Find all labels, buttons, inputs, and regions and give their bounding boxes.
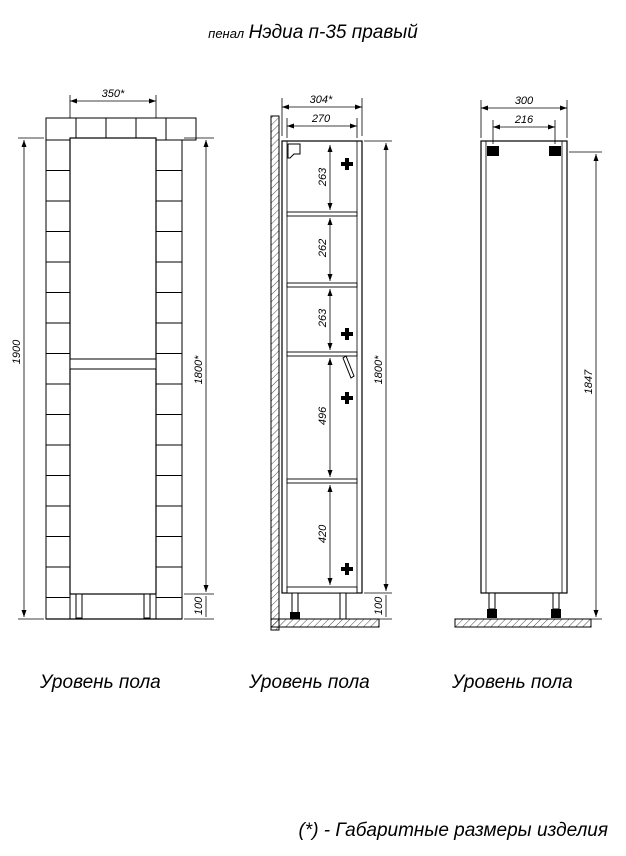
wall-tile	[155, 383, 183, 415]
wall-tile	[155, 231, 183, 263]
side-inner-width-label: 216	[514, 114, 534, 126]
wall-tile	[155, 170, 183, 202]
section-inner-width-label: 270	[311, 113, 331, 125]
wall-tile	[45, 566, 71, 598]
side-floor-label: Уровень пола	[452, 672, 573, 693]
side-width-label: 300	[515, 95, 534, 107]
wall-tile	[45, 261, 71, 293]
wall-tile	[155, 536, 183, 568]
wall-tile	[45, 200, 71, 232]
wall-tile	[45, 536, 71, 568]
wall-tile	[165, 117, 197, 141]
wall-tile	[155, 292, 183, 324]
wall-tile	[45, 597, 71, 620]
side-height-label: 1847	[583, 369, 595, 394]
drawing-title: пенал Нэдиа п-35 правый	[0, 22, 626, 44]
section-leg-height-label: 100	[373, 596, 385, 615]
wall-tile	[155, 353, 183, 385]
wall-tile	[155, 505, 183, 537]
front-total-height-label: 1900	[11, 339, 23, 364]
wall-tile	[45, 117, 77, 141]
side-view: 300 216 1847	[454, 95, 602, 628]
title-prefix: пенал	[208, 26, 245, 41]
side-floor	[454, 618, 592, 628]
front-leg-left	[75, 593, 83, 619]
front-floor-label: Уровень пола	[40, 672, 161, 693]
wall-tile	[155, 597, 183, 620]
wall-tile	[45, 292, 71, 324]
front-leg-height-label: 100	[193, 596, 205, 615]
shelf-gap-1: 263	[317, 167, 329, 187]
side-cabinet-body	[480, 140, 568, 594]
wall-tile	[155, 261, 183, 293]
side-bracket-left	[487, 146, 499, 156]
section-outer-width-label: 304*	[310, 94, 333, 106]
shelf-gap-5: 420	[317, 524, 329, 543]
section-view: 304* 270 263 262 263 496 420 1800* 100	[270, 94, 392, 631]
wall-tile	[135, 117, 167, 141]
wall-tile	[105, 117, 137, 141]
footnote: (*) - Габаритные размеры изделия	[298, 820, 608, 841]
section-handle	[342, 355, 355, 379]
wall-tiles	[45, 117, 197, 620]
wall-tile	[45, 475, 71, 507]
wall-tile	[155, 475, 183, 507]
front-leg-right	[143, 593, 151, 619]
wall-tile	[69, 593, 157, 620]
section-wall	[270, 115, 280, 631]
wall-tile	[45, 170, 71, 202]
wall-tile	[155, 200, 183, 232]
wall-tile	[45, 383, 71, 415]
shelf-gap-2: 262	[317, 239, 329, 258]
wall-tile	[45, 139, 71, 171]
front-view: 350* 1900 1800* 100	[11, 88, 214, 620]
section-bracket	[287, 143, 301, 159]
side-bracket-right	[549, 146, 561, 156]
wall-tile	[155, 414, 183, 446]
title-main: Нэдиа п-35 правый	[248, 22, 418, 43]
wall-tile	[75, 117, 107, 141]
wall-tile	[155, 322, 183, 354]
section-floor	[270, 618, 380, 628]
front-body-height-label: 1800*	[193, 355, 205, 384]
section-hinges	[341, 158, 353, 575]
section-floor-label: Уровень пола	[249, 672, 370, 693]
wall-tile	[155, 566, 183, 598]
wall-tile	[155, 444, 183, 476]
wall-tile	[45, 414, 71, 446]
wall-tile	[45, 322, 71, 354]
wall-tile	[155, 139, 183, 171]
shelf-gap-4: 496	[317, 406, 329, 425]
section-shelves	[286, 211, 358, 594]
front-width-label: 350*	[102, 88, 125, 100]
door-gap	[69, 358, 157, 370]
wall-tile	[45, 505, 71, 537]
wall-tile	[45, 444, 71, 476]
shelf-gap-3: 263	[317, 308, 329, 328]
wall-tile	[45, 231, 71, 263]
section-body-height-label: 1800*	[373, 355, 385, 384]
wall-tile	[45, 353, 71, 385]
